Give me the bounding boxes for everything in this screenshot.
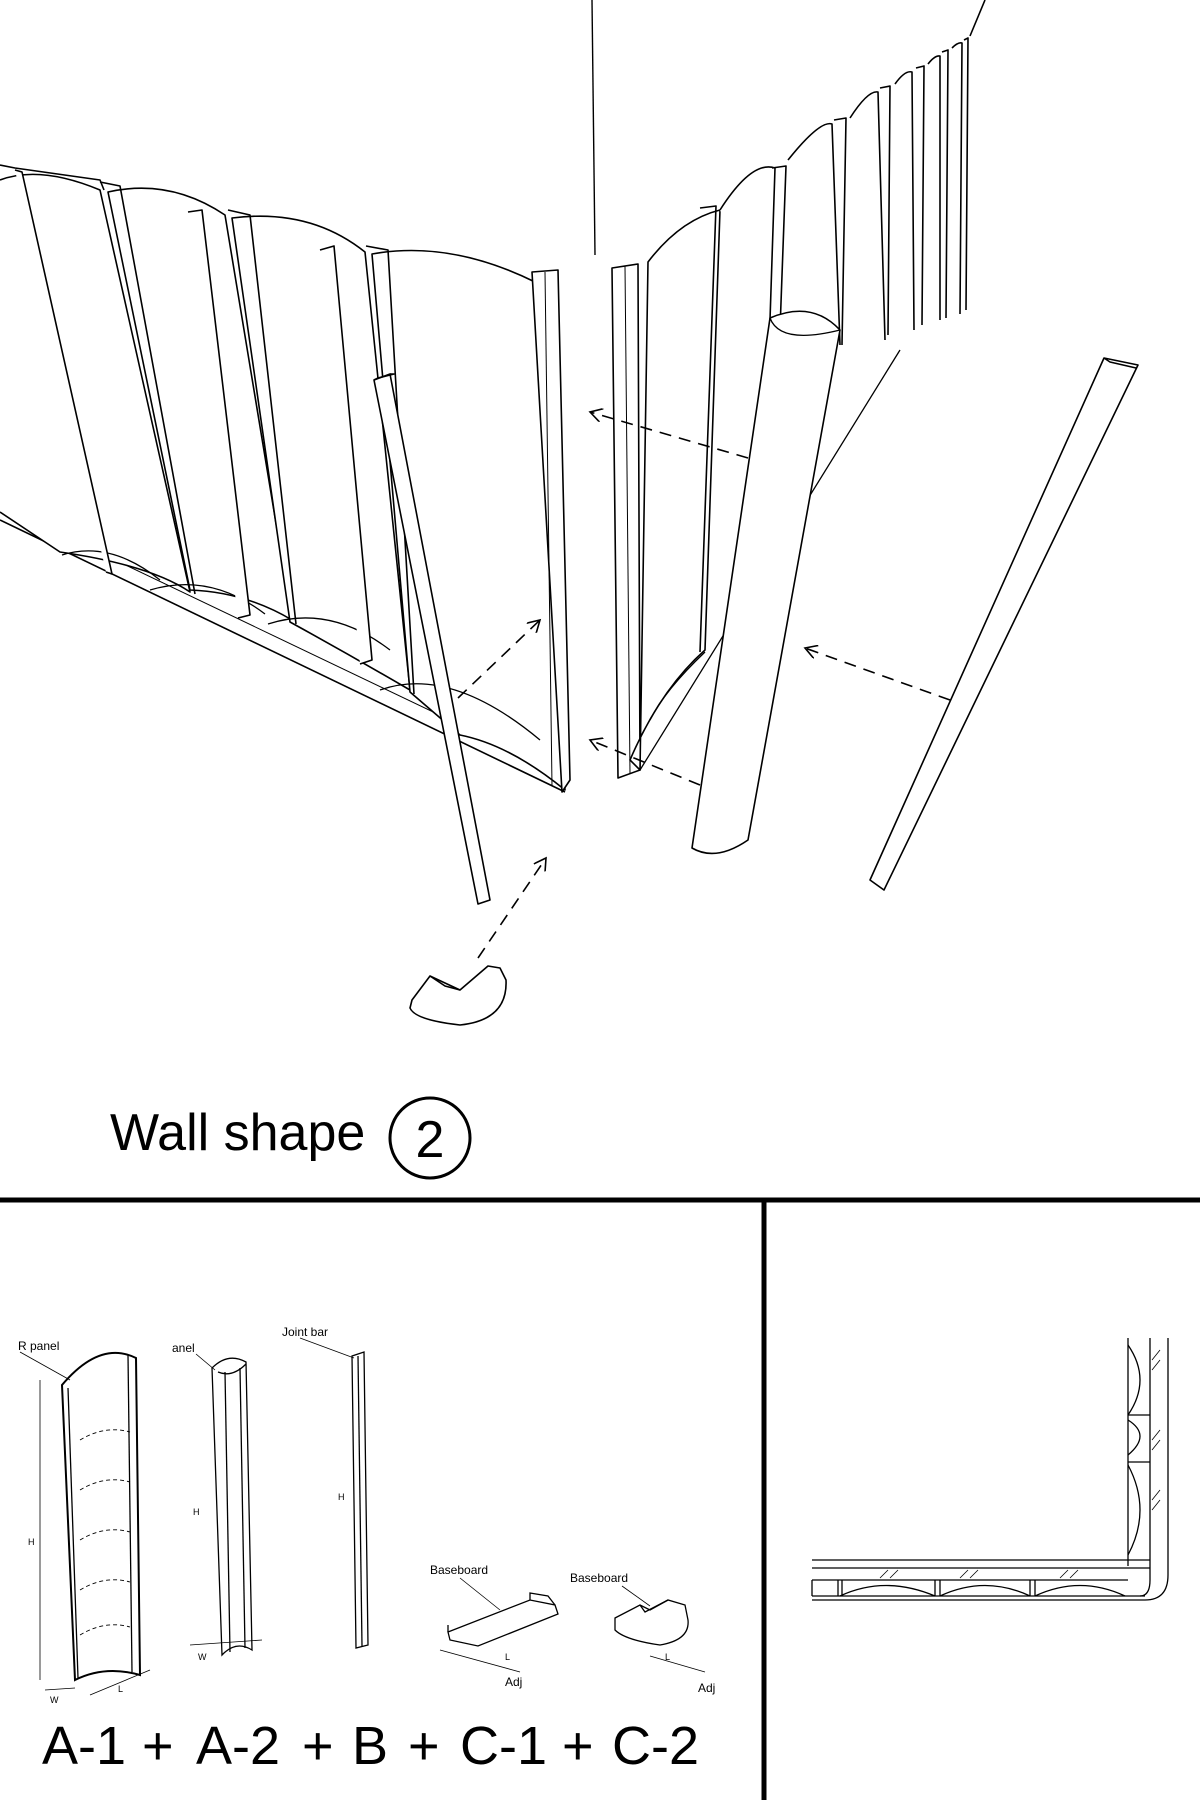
baseboard-corner-drawing	[614, 1599, 706, 1673]
isometric-exploded-view	[0, 0, 1139, 1026]
left-corner-profile	[531, 269, 571, 793]
wall-shape-caption: Wall shape 2	[110, 1096, 472, 1180]
formula-plus-1: +	[142, 1716, 174, 1776]
arrow-baseboard-up	[477, 858, 546, 959]
c-panel-label: anel	[172, 1341, 195, 1355]
parts-formula: A-1 + A-2 + B + C-1 + C-2	[42, 1716, 699, 1776]
left-panel-1	[0, 173, 191, 593]
r-panel-drawing	[39, 1351, 151, 1696]
arrow-cap-to-left-profile	[590, 412, 749, 459]
plan-view	[811, 1338, 1169, 1601]
left-wall	[0, 164, 571, 793]
baseboard-corner-dim-l: L	[665, 1652, 670, 1662]
formula-plus-4: +	[562, 1716, 594, 1776]
formula-term-b: B	[352, 1716, 388, 1776]
formula-term-a2: A-2	[196, 1716, 280, 1776]
formula-term-a1: A-1	[42, 1716, 126, 1776]
left-panel-2	[107, 187, 293, 621]
r-panel-dim-w: W	[50, 1695, 59, 1705]
r-panel-dim-l: L	[118, 1684, 123, 1694]
right-panel-1	[629, 209, 721, 771]
formula-term-c1: C-1	[460, 1716, 547, 1776]
joint-bar-drawing	[351, 1351, 369, 1649]
caption-number: 2	[416, 1111, 445, 1169]
exploded-joint-bar-right	[869, 357, 1139, 891]
exploded-corner-baseboard	[409, 965, 507, 1026]
parts-drawings: R panel H W L anel H W Joint bar H	[18, 1325, 715, 1705]
joint-bar-dim-h: H	[338, 1492, 345, 1502]
corner-reference-line	[591, 0, 596, 256]
baseboard-corner-label: Baseboard	[570, 1571, 628, 1585]
formula-plus-3: +	[408, 1716, 440, 1776]
formula-term-c2: C-2	[612, 1716, 699, 1776]
baseboard-straight-label: Baseboard	[430, 1563, 488, 1577]
baseboard-straight-dim-l: L	[505, 1652, 510, 1662]
caption-label: Wall shape	[110, 1104, 365, 1162]
formula-plus-2: +	[302, 1716, 334, 1776]
joint-bar-label: Joint bar	[282, 1325, 328, 1339]
caption-number-circle	[388, 1096, 472, 1180]
r-panel-label: R panel	[18, 1339, 59, 1353]
c-panel-drawing	[189, 1357, 263, 1657]
c-panel-dim-w: W	[198, 1652, 207, 1662]
baseboard-straight-drawing	[439, 1592, 559, 1673]
r-panel-dim-h: H	[28, 1537, 35, 1547]
c-panel-dim-h: H	[193, 1507, 200, 1517]
right-wall	[611, 0, 986, 779]
arrow-joint-bar-to-cap	[805, 648, 951, 701]
baseboard-straight-dim-adj: Adj	[505, 1675, 522, 1689]
baseboard-corner-dim-adj: Adj	[698, 1681, 715, 1695]
left-panel-3	[231, 215, 411, 691]
